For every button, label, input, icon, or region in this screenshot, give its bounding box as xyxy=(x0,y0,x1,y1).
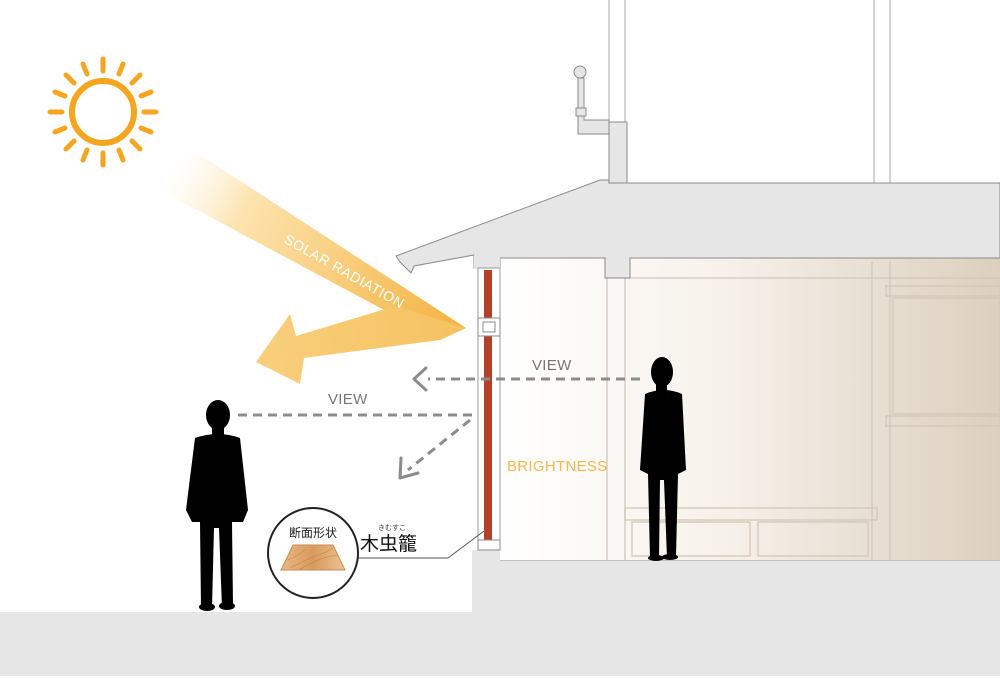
section-shape-label: 断面形状 xyxy=(289,525,337,540)
lattice-sill xyxy=(477,539,501,551)
cross-section-callout: 断面形状 きむすこ 木虫籠 xyxy=(267,507,485,599)
louver-section-icon xyxy=(280,544,346,571)
solar-radiation-ray xyxy=(160,145,466,340)
interior-fittings xyxy=(606,258,1000,560)
view-arrow-heads xyxy=(398,366,428,480)
louver-name-label: 木虫籠 xyxy=(360,533,417,555)
dashed-arrow-icon xyxy=(238,377,640,472)
parapet-wall xyxy=(608,121,628,184)
brightness-label: BRIGHTNESS xyxy=(507,458,608,475)
view-label-inside: VIEW xyxy=(532,357,572,374)
louver-reading-label: きむすこ xyxy=(378,524,406,532)
upper-storey xyxy=(608,0,891,183)
wooden-lattice-kimusuko xyxy=(484,270,492,548)
ground xyxy=(0,612,1000,676)
reflected-radiation-arrow xyxy=(256,306,466,384)
exterior-wall-upper xyxy=(474,255,500,269)
sun-icon xyxy=(47,56,159,168)
wood-grain xyxy=(287,546,339,570)
lattice-bracket-inner xyxy=(482,321,496,333)
house-foundation xyxy=(472,550,1000,612)
view-label-outside: VIEW xyxy=(328,391,368,408)
vent-pipe xyxy=(573,65,610,135)
person-silhouette-icon xyxy=(186,400,248,611)
solar-radiation-label: SOLAR RADIATION xyxy=(282,231,408,312)
leader-line xyxy=(447,530,485,559)
person-silhouette-icon xyxy=(640,357,686,561)
interior-room xyxy=(500,258,1000,560)
